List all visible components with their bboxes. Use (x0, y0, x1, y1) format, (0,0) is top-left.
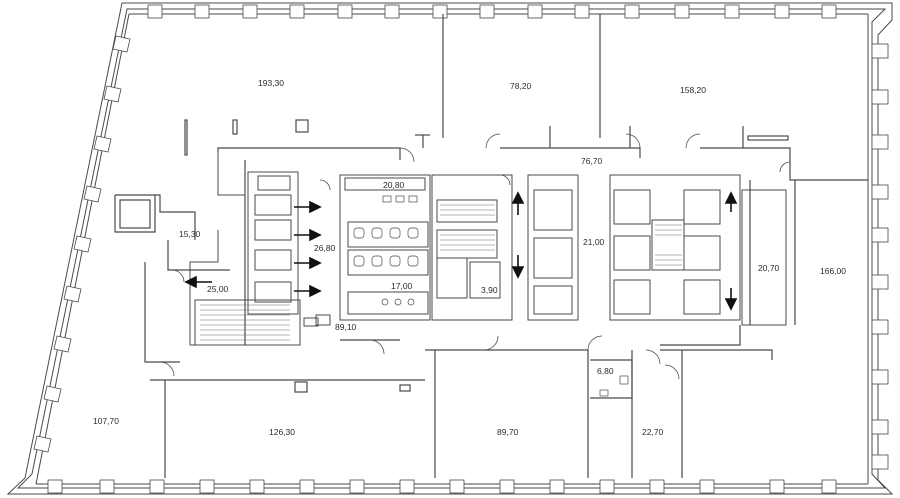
area-label-r18: 89,70 (497, 427, 519, 437)
area-label-r17: 126,30 (269, 427, 295, 437)
wc-fixtures (353, 195, 629, 397)
window-piers (47, 4, 889, 494)
stair-treads (200, 204, 682, 341)
area-label-r14: 89,10 (335, 322, 357, 332)
area-label-r6: 15,30 (179, 229, 201, 239)
interior-walls (114, 14, 868, 478)
core (189, 152, 787, 346)
area-label-r2: 78,20 (510, 81, 532, 91)
area-label-r5: 20,80 (383, 180, 405, 190)
door-swings (159, 133, 791, 380)
evacuation-arrows (184, 191, 738, 311)
area-label-r4: 76,70 (581, 156, 603, 166)
area-label-r7: 26,80 (314, 243, 336, 253)
area-label-r1: 193,30 (258, 78, 284, 88)
area-label-r12: 17,00 (391, 281, 413, 291)
area-label-r10: 166,00 (820, 266, 846, 276)
area-label-r9: 20,70 (758, 263, 780, 273)
area-label-r11: 25,00 (207, 284, 229, 294)
left-wall-piers (33, 35, 131, 453)
area-label-r19: 22,70 (642, 427, 664, 437)
area-labels: 193,30 78,20 158,20 76,70 20,80 15,30 26… (93, 78, 846, 437)
area-label-r8: 21,00 (583, 237, 605, 247)
area-label-r16: 107,70 (93, 416, 119, 426)
outer-walls (6, 2, 894, 495)
area-label-r3: 158,20 (680, 85, 706, 95)
area-label-r13: 3,90 (481, 285, 498, 295)
area-label-r15: 6,80 (597, 366, 614, 376)
